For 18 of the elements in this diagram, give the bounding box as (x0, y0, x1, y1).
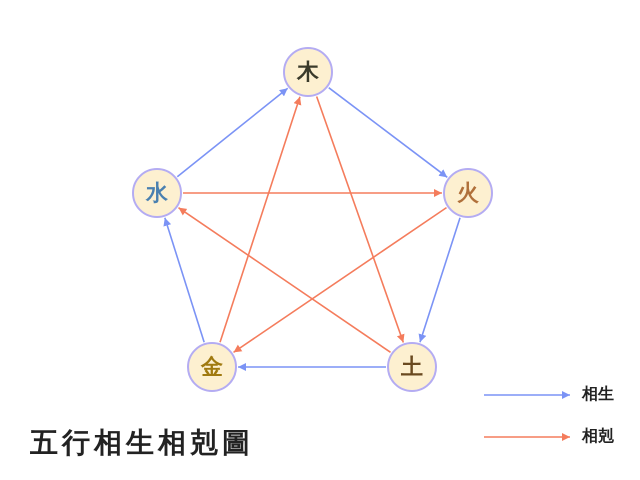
arrow (238, 363, 386, 371)
element-circle: 金 (187, 342, 237, 392)
element-circle: 土 (387, 342, 437, 392)
element-circle: 火 (443, 168, 493, 218)
arrow (183, 189, 442, 197)
element-circle: 水 (132, 168, 182, 218)
arrow (316, 96, 404, 343)
arrow (328, 87, 448, 178)
arrow (163, 218, 205, 342)
arrow (219, 96, 302, 343)
arrow (176, 88, 288, 178)
legend-label: 相剋 (582, 426, 614, 447)
arrow (418, 218, 461, 342)
element-circle: 木 (283, 47, 333, 97)
legend-label: 相生 (582, 384, 614, 405)
arrow (178, 207, 391, 353)
title: 五行相生相剋圖 (30, 425, 254, 461)
arrow (233, 206, 447, 354)
